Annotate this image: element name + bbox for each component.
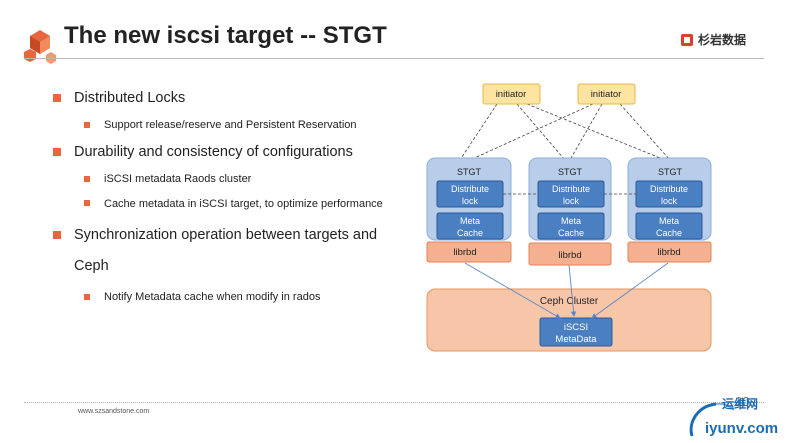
sub-bullet-item: Cache metadata in iSCSI target, to optim…: [50, 192, 395, 216]
cache-label-line1: Meta: [561, 216, 581, 226]
sub-bullet-item: iSCSI metadata Raods cluster: [50, 168, 395, 190]
initiator-label-1: initiator: [496, 89, 527, 100]
lock-label-line2: lock: [563, 196, 580, 206]
stgt-node-2: STGT Distribute lock Meta Cache librbd: [528, 157, 612, 266]
cache-label-line1: Meta: [460, 216, 480, 226]
metadata-box: [539, 317, 613, 347]
initiator-box-2: [577, 83, 636, 105]
ceph-cluster-label: Ceph Cluster: [540, 296, 599, 307]
stgt-title: STGT: [658, 167, 683, 177]
bullet-text: Notify Metadata cache when modify in rad…: [104, 291, 321, 303]
bullet-item: Distributed Locks: [50, 86, 395, 110]
sub-bullet-item: Notify Metadata cache when modify in rad…: [50, 286, 395, 308]
footer-divider: [24, 402, 764, 404]
stgt-node-3: STGT Distribute lock Meta Cache librbd: [627, 157, 712, 263]
stgt-node-1: STGT Distribute lock Meta Cache librbd: [426, 157, 512, 263]
stgt-title: STGT: [558, 167, 583, 177]
bullet-text: Synchronization operation between target…: [74, 227, 378, 274]
watermark-swoosh-icon: [689, 402, 735, 437]
librbd-arrows: [464, 262, 669, 319]
page-title: The new iscsi target -- STGT: [64, 22, 387, 49]
bullet-list: Distributed Locks Support release/reserv…: [50, 86, 395, 310]
initiator-links: [459, 103, 671, 161]
brand-mark-icon: [681, 33, 693, 46]
title-divider: [24, 58, 764, 59]
bullet-square-icon: [53, 94, 61, 102]
librbd-label: librbd: [558, 250, 581, 261]
initiator-box-1: [482, 83, 541, 105]
metadata-label-line2: MetaData: [555, 334, 597, 345]
librbd-label: librbd: [657, 247, 680, 258]
cache-label-line2: Cache: [656, 228, 682, 238]
librbd-label: librbd: [453, 247, 476, 258]
bullet-text: Cache metadata in iSCSI target, to optim…: [104, 198, 383, 210]
footer-url: www.szsandstone.com: [78, 408, 150, 415]
brand-name: 杉岩数据: [698, 33, 747, 47]
lock-label-line2: lock: [661, 196, 678, 206]
bullet-text: iSCSI metadata Raods cluster: [104, 173, 252, 185]
bullet-square-icon: [84, 122, 90, 128]
page-number: 10: [735, 394, 750, 409]
initiator-label-2: initiator: [591, 89, 622, 100]
cache-label-line2: Cache: [457, 228, 483, 238]
lock-label-line1: Distribute: [552, 184, 590, 194]
lock-label-line2: lock: [462, 196, 479, 206]
cache-label-line1: Meta: [659, 216, 679, 226]
metadata-label-line1: iSCSI: [564, 322, 588, 333]
bullet-square-icon: [84, 200, 90, 206]
bullet-square-icon: [84, 294, 90, 300]
ceph-cluster-box: [426, 288, 712, 352]
bullet-text: Durability and consistency of configurat…: [74, 144, 353, 160]
watermark-top: 运维网: [722, 397, 759, 411]
watermark-bottom: iyunv.com: [705, 420, 779, 437]
bullet-item: Durability and consistency of configurat…: [50, 140, 395, 164]
stgt-title: STGT: [457, 167, 482, 177]
lock-label-line1: Distribute: [650, 184, 688, 194]
sub-bullet-item: Support release/reserve and Persistent R…: [50, 114, 395, 136]
brand-logo: 杉岩数据: [680, 31, 746, 48]
cache-label-line2: Cache: [558, 228, 584, 238]
bullet-text: Distributed Locks: [74, 90, 186, 106]
bullet-square-icon: [53, 231, 61, 239]
lock-label-line1: Distribute: [451, 184, 489, 194]
bullet-item: Synchronization operation between target…: [50, 220, 395, 282]
bullet-square-icon: [84, 176, 90, 182]
bullet-text: Support release/reserve and Persistent R…: [104, 119, 357, 131]
bullet-square-icon: [53, 148, 61, 156]
